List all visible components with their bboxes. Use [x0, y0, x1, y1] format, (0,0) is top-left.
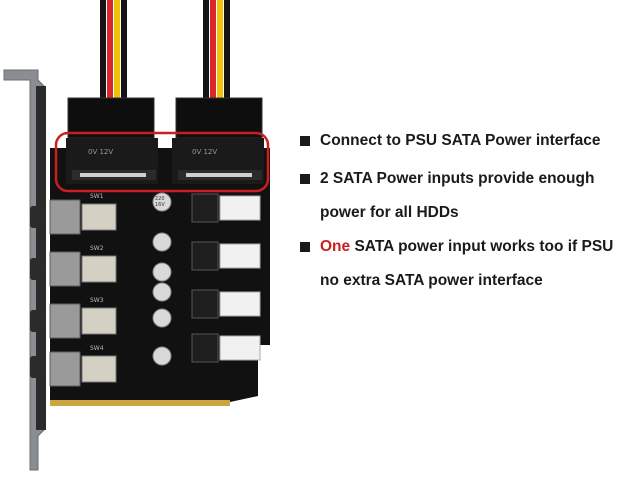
feature-text-cont: power for all HDDs [320, 204, 459, 221]
square-bullet-icon [300, 136, 310, 146]
sata-power-switch-board-image: 0V 12V 0V 12V SW1 SW2 SW3 SW4 [3, 0, 270, 471]
feature-text: 2 SATA Power inputs provide enough [320, 170, 595, 187]
feature-list: Connect to PSU SATA Power interface 2 SA… [298, 124, 638, 298]
highlight-word: One [320, 238, 351, 255]
output-connectors [191, 193, 261, 363]
feature-text: Connect to PSU SATA Power interface [320, 132, 601, 149]
square-bullet-icon [300, 242, 310, 252]
feature-text-cont: no extra SATA power interface [320, 272, 543, 289]
sata-connector-left: 0V 12V [66, 97, 158, 184]
capacitors: 220 16V [152, 192, 172, 366]
capacitor-voltage: 16V [155, 202, 165, 208]
switch-label-3: SW3 [90, 297, 104, 304]
feature-text: SATA power input works too if PSU [350, 238, 614, 255]
highlight-box [54, 131, 270, 193]
power-cables [100, 0, 230, 100]
switch-label-4: SW4 [90, 345, 104, 352]
capacitor-value: 220 [155, 196, 165, 202]
switch-modules: SW1 SW2 SW3 SW4 [49, 193, 117, 387]
switch-label-2: SW2 [90, 245, 104, 252]
push-buttons [30, 206, 44, 378]
connector-label-left: 0V 12V [88, 148, 113, 156]
feature-item-2: 2 SATA Power inputs provide enough power… [298, 162, 638, 230]
connector-label-right: 0V 12V [192, 148, 217, 156]
sata-connector-right: 0V 12V [172, 97, 264, 184]
switch-label-1: SW1 [90, 193, 104, 200]
feature-item-1: Connect to PSU SATA Power interface [298, 124, 638, 158]
square-bullet-icon [300, 174, 310, 184]
feature-item-3: One SATA power input works too if PSU no… [298, 230, 638, 298]
